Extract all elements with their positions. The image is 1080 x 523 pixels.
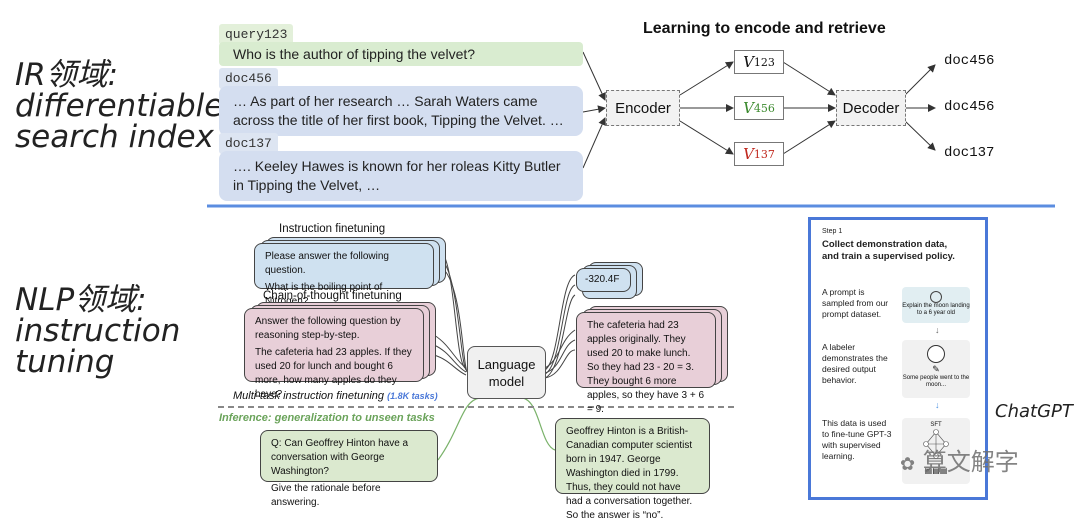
doc-tag: doc137 [219, 133, 278, 154]
card-line: What is the boiling point of Nitrogen? [265, 282, 383, 307]
down-arrow-icon: ↓ [935, 400, 940, 410]
lm-line: Language [477, 356, 536, 372]
output-doc: doc456 [944, 99, 995, 115]
card-line: The cafeteria had 23 apples. If they use… [255, 347, 412, 400]
prompt-panel: Explain the moon landing to a 6 year old [902, 287, 970, 323]
watermark-text: 算文解字 [922, 448, 1019, 476]
output-doc: doc456 [944, 53, 995, 69]
vector-symbol: V [743, 99, 754, 117]
ir-label-line: search index [15, 119, 214, 155]
gpt-step-text: A prompt is sampled from our prompt data… [822, 287, 889, 319]
gpt-step-text: A labeler demonstrates the desired outpu… [822, 342, 888, 385]
watermark: ✿ 算文解字 [900, 442, 1019, 477]
inference-card: Q: Can Geoffrey Hinton have a conversati… [260, 430, 438, 508]
card-line: Answer the following question by reasoni… [255, 316, 401, 341]
inference-label: Inference: generalization to unseen task… [219, 412, 435, 424]
cot-title: Chain-of-thought finetuning [263, 290, 402, 302]
prompt-example: Explain the moon landing to a 6 year old [902, 303, 970, 316]
wechat-icon: ✿ [900, 454, 916, 475]
doc-text: …. Keeley Hawes is known for her roleas … [219, 151, 583, 201]
decoder-box: Decoder [836, 90, 906, 126]
gpt-title: Collect demonstration data, and train a … [822, 239, 955, 262]
instruction-card: Please answer the following question. Wh… [254, 243, 434, 307]
ir-side-label: IR领域: differentiable search index [15, 60, 223, 153]
documents-icon: ▤▤▤ [924, 466, 948, 475]
gpt-step: Step 1 [822, 228, 843, 235]
nlp-label-line: tuning [15, 344, 115, 380]
chatgpt-label: ChatGPT [995, 401, 1073, 422]
ir-label-line: differentiable [15, 88, 224, 124]
output-card: -320.4F [576, 268, 631, 292]
nlp-label-line: instruction [15, 313, 181, 349]
vector-subscript: 456 [753, 101, 775, 115]
sft-label: SFT [930, 422, 942, 428]
multitask-text: Multi-task instruction finetuning [233, 390, 385, 402]
labeler-icon [927, 345, 945, 363]
doc-tag: doc456 [219, 68, 278, 89]
output-card: Geoffrey Hinton is a British-Canadian co… [555, 418, 710, 521]
query-tag: query123 [219, 24, 294, 45]
card-line: Give the rationale before answering. [271, 483, 381, 508]
vector-subscript: 123 [753, 55, 775, 69]
gpt-step-text: This data is used to fine-tune GPT-3 wit… [822, 418, 892, 461]
smiley-icon [930, 291, 942, 303]
doc-text: … As part of her research … Sarah Waters… [219, 86, 583, 136]
card-line: Please answer the following question. [265, 251, 389, 276]
demo-example: Some people went to the moon... [902, 375, 970, 388]
nlp-label-line: NLP领域: [15, 282, 147, 318]
multitask-label: Multi-task instruction finetuning (1.8K … [233, 390, 438, 402]
vector-symbol: V [743, 53, 754, 71]
multitask-count: (1.8K tasks) [387, 391, 438, 401]
connector-layer [207, 51, 1055, 461]
sft-panel: SFT ▤▤▤ [902, 418, 970, 484]
nlp-side-label: NLP领域: instruction tuning [15, 285, 180, 378]
ir-label-line: IR领域: [15, 57, 119, 93]
ir-title: Learning to encode and retrieve [643, 20, 886, 37]
instruction-title: Instruction finetuning [279, 223, 386, 235]
lm-line: model [488, 373, 525, 389]
output-doc: doc137 [944, 145, 995, 161]
output-card: The cafeteria had 23 apples originally. … [576, 312, 716, 415]
encoder-box: Encoder [606, 90, 680, 126]
vector-symbol: V [743, 145, 754, 163]
query-text: Who is the author of tipping the velvet? [219, 42, 583, 66]
pencil-icon: ✎ [932, 364, 940, 374]
demo-panel: ✎ Some people went to the moon... [902, 340, 970, 398]
card-line: Q: Can Geoffrey Hinton have a conversati… [271, 438, 409, 477]
network-icon [923, 429, 949, 459]
cot-card: Answer the following question by reasoni… [244, 308, 424, 400]
down-arrow-icon: ↓ [935, 325, 940, 335]
vector-subscript: 137 [753, 147, 775, 161]
